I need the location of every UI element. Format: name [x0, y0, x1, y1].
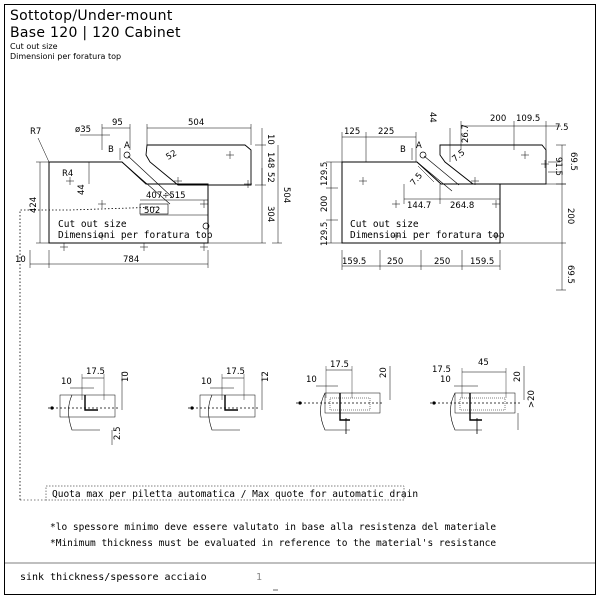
label-148: 148: [265, 152, 275, 168]
label-129-5-top: 129.5: [320, 162, 330, 186]
label-a: A: [124, 141, 130, 151]
label-a-r: A: [416, 141, 422, 151]
subtitle: Base 120 | 120 Cabinet: [10, 25, 181, 41]
footer-value: 1: [256, 572, 262, 583]
label-7-5-top: 7.5: [555, 123, 569, 133]
label-r7: R7: [30, 127, 41, 137]
sec3-20-right: 20: [379, 367, 389, 378]
thickness-note-en: *Minimum thickness must be evaluated in …: [50, 538, 496, 549]
label-52: 52: [165, 149, 179, 163]
right-plan-labels: 125 225 44 200 109.5 7.5 26.7 B A 7.5 91…: [320, 112, 578, 284]
label-407-515: 407÷515: [146, 191, 186, 201]
title: Sottotop/Under-mount: [10, 8, 173, 24]
left-plan-labels: R7 ø35 95 504 10 B A R4 52 44 148 52 504…: [15, 118, 291, 265]
thickness-note-it: *lo spessore minimo deve essere valutato…: [50, 522, 496, 533]
section-detail-4: [430, 366, 525, 434]
label-69-5-top: 69.5: [568, 152, 578, 171]
sec4-10-left: 10: [440, 375, 451, 385]
footer-label: sink thickness/spessore acciaio: [20, 572, 207, 583]
sec3-10-left: 10: [306, 375, 317, 385]
sec2-10-left: 10: [201, 377, 212, 387]
sec4-17-5: 17.5: [432, 365, 451, 375]
label-200-top: 200: [490, 114, 506, 124]
label-784: 784: [123, 255, 139, 265]
right-box-en: Cut out size: [350, 219, 419, 230]
sec2-12-right: 12: [261, 371, 271, 382]
sec1-10-right: 10: [121, 371, 131, 382]
label-10-bottom: 10: [15, 255, 26, 265]
label-264-8: 264.8: [450, 201, 474, 211]
section-detail-3: [296, 366, 391, 434]
sheet-border: [4, 4, 596, 595]
sec4-gt-20: >20: [527, 390, 537, 408]
section-labels: 17.5 10 10 2.5 17.5 10 12 17.5 10 20 45 …: [61, 358, 537, 440]
label-52-right: 52: [265, 172, 275, 183]
label-91-5: 91.5: [553, 157, 563, 176]
label-504-right: 504: [281, 187, 291, 203]
label-129-5-bottom: 129.5: [320, 222, 330, 246]
label-125: 125: [344, 127, 360, 137]
sec4-20-right: 20: [513, 371, 523, 382]
section-detail-1: [48, 372, 123, 445]
label-95: 95: [112, 118, 123, 128]
label-7-5-mid: 7.5: [451, 148, 468, 164]
label-200-left: 200: [320, 196, 330, 212]
section-detail-2: [188, 372, 263, 431]
label-504-top: 504: [188, 118, 204, 128]
label-44-r: 44: [427, 112, 437, 123]
label-225: 225: [378, 127, 394, 137]
label-144-7: 144.7: [407, 201, 431, 211]
label-69-5-bottom: 69.5: [565, 265, 575, 284]
drain-note-box: Quota max per piletta automatica / Max q…: [20, 485, 418, 501]
label-200-right: 200: [565, 208, 575, 224]
label-304: 304: [265, 206, 275, 222]
left-small-bowl-outline: [145, 144, 252, 186]
label-r4: R4: [62, 169, 73, 179]
sec1-10-left: 10: [61, 377, 72, 387]
left-plan-view: [19, 124, 282, 500]
label-159-5-left: 159.5: [342, 257, 366, 267]
cutout-size-en: Cut out size: [10, 42, 58, 51]
label-44: 44: [77, 184, 87, 195]
sec4-45: 45: [478, 358, 489, 368]
label-109-5: 109.5: [516, 114, 540, 124]
label-424: 424: [29, 197, 39, 213]
sec2-17-5: 17.5: [226, 367, 245, 377]
label-7-5-low: 7.5: [409, 171, 425, 188]
label-159-5-right: 159.5: [470, 257, 494, 267]
sec1-17-5: 17.5: [86, 367, 105, 377]
sec1-2-5: 2.5: [113, 426, 123, 440]
drain-note: Quota max per piletta automatica / Max q…: [52, 489, 418, 500]
label-250-left: 250: [387, 257, 403, 267]
label-502: 502: [144, 206, 160, 216]
label-26-7: 26.7: [461, 124, 471, 143]
cutout-size-it: Dimensioni per foratura top: [10, 52, 121, 61]
sec3-17-5: 17.5: [330, 360, 349, 370]
label-250-right: 250: [434, 257, 450, 267]
right-box-it: Dimensioni per foratura top: [350, 230, 505, 241]
left-box-en: Cut out size: [58, 219, 127, 230]
label-d35: ø35: [75, 125, 91, 135]
left-box-it: Dimensioni per foratura top: [58, 230, 213, 241]
label-10-top: 10: [265, 134, 275, 145]
label-b: B: [108, 145, 114, 155]
right-plan-view: [326, 121, 566, 291]
label-b-r: B: [400, 145, 406, 155]
